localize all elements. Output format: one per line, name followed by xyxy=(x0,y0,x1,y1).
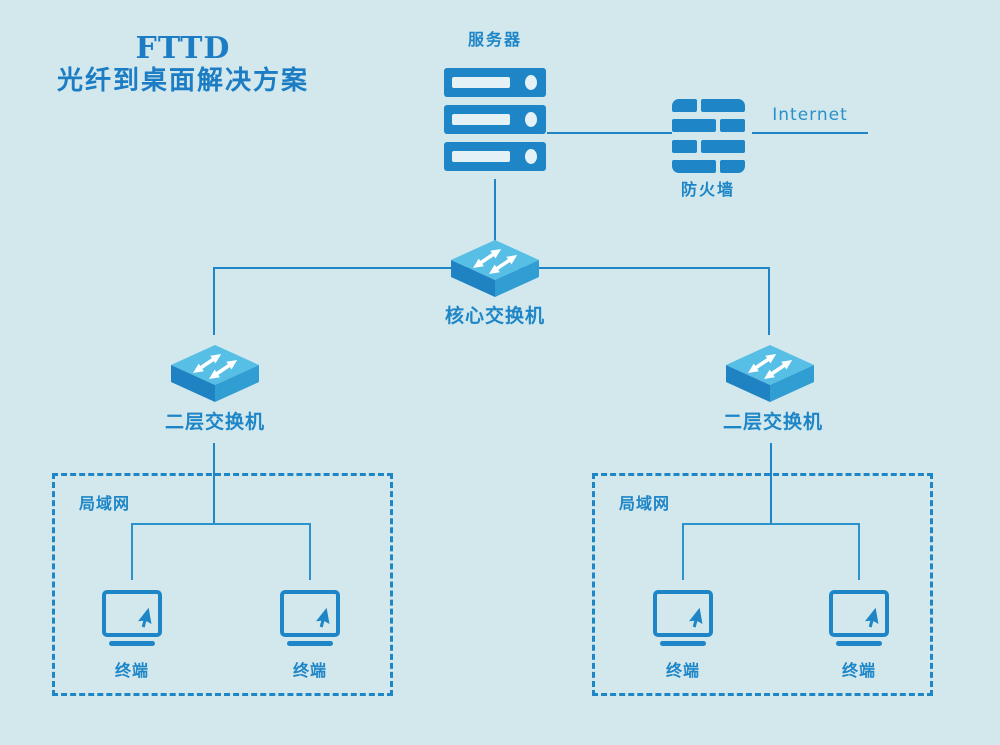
brick xyxy=(672,99,697,112)
server-rack-unit xyxy=(444,105,546,134)
l2-switch-left-label: 二层交换机 xyxy=(164,411,265,433)
connector-switch-lan-right-line xyxy=(770,443,772,524)
transfer-arrows-icon xyxy=(193,353,238,379)
title-subtitle: 光纤到桌面解决方案 xyxy=(56,65,309,96)
terminal-label: 终端 xyxy=(114,661,149,680)
terminal-label: 终端 xyxy=(292,661,327,680)
firewall-brick-row xyxy=(672,139,745,153)
l2-switch-right-label: 二层交换机 xyxy=(722,411,823,433)
lan-left-branch-line xyxy=(131,523,311,525)
cursor-icon xyxy=(864,607,879,628)
connector-server-firewall-line xyxy=(547,132,672,134)
firewall-brick-row xyxy=(672,119,745,133)
lan-left-drop2-line xyxy=(309,523,311,580)
server-slot xyxy=(452,114,510,125)
monitor-icon xyxy=(280,590,340,637)
server-led xyxy=(525,75,537,90)
lan-right-drop2-line xyxy=(858,523,860,580)
firewall-brick-row xyxy=(672,99,745,112)
terminal-node: 终端 xyxy=(102,590,162,681)
terminal-label: 终端 xyxy=(841,661,876,680)
monitor-stand xyxy=(287,641,333,646)
server-rack-unit xyxy=(444,142,546,171)
server-rack-unit xyxy=(444,68,546,97)
cursor-icon xyxy=(137,607,152,628)
firewall-brick-row xyxy=(672,159,745,173)
terminal-node: 终端 xyxy=(829,590,889,681)
core-switch-icon xyxy=(450,239,540,301)
brick xyxy=(720,159,745,173)
cursor-icon xyxy=(315,607,330,628)
connector-server-core-line xyxy=(494,179,496,241)
lan-right-drop1-line xyxy=(682,523,684,580)
l2-switch-right-icon xyxy=(725,344,815,406)
brick xyxy=(672,119,716,133)
terminal-node: 终端 xyxy=(653,590,713,681)
monitor-icon xyxy=(653,590,713,637)
connector-switch-lan-left-line xyxy=(213,443,215,524)
firewall-label: 防火墙 xyxy=(680,180,735,199)
monitor-icon xyxy=(829,590,889,637)
l2-switch-left-icon xyxy=(170,344,260,406)
brick xyxy=(672,159,716,173)
monitor-icon xyxy=(102,590,162,637)
connector-trunk-right-drop-line xyxy=(768,267,770,335)
switch-3d-icon xyxy=(171,345,259,402)
title-acronym: FTTD xyxy=(135,31,231,66)
terminal-node: 终端 xyxy=(280,590,340,681)
server-icon xyxy=(444,68,546,171)
monitor-stand xyxy=(836,641,882,646)
server-label: 服务器 xyxy=(467,30,522,49)
connector-firewall-internet-line xyxy=(752,132,868,134)
internet-label: Internet xyxy=(772,105,848,125)
server-slot xyxy=(452,151,510,162)
diagram-title: FTTD 光纤到桌面解决方案 xyxy=(40,31,326,96)
monitor-stand xyxy=(660,641,706,646)
core-switch-label: 核心交换机 xyxy=(444,305,545,327)
brick xyxy=(701,139,745,153)
brick xyxy=(701,99,745,112)
lan-right-boundary: 局域网 xyxy=(592,473,933,696)
brick xyxy=(720,119,745,133)
lan-left-drop1-line xyxy=(131,523,133,580)
server-led xyxy=(525,149,537,164)
cursor-icon xyxy=(688,607,703,628)
lan-right-label: 局域网 xyxy=(619,494,671,513)
connector-trunk-left-drop-line xyxy=(213,267,215,335)
terminal-label: 终端 xyxy=(665,661,700,680)
switch-3d-icon xyxy=(451,240,539,297)
transfer-arrows-icon xyxy=(748,353,793,379)
brick xyxy=(672,139,697,153)
transfer-arrows-icon xyxy=(473,248,518,274)
monitor-stand xyxy=(109,641,155,646)
server-slot xyxy=(452,77,510,88)
lan-left-boundary: 局域网 xyxy=(52,473,393,696)
firewall-icon xyxy=(672,99,745,173)
lan-right-branch-line xyxy=(682,523,860,525)
switch-3d-icon xyxy=(726,345,814,402)
lan-left-label: 局域网 xyxy=(79,494,131,513)
server-led xyxy=(525,112,537,127)
